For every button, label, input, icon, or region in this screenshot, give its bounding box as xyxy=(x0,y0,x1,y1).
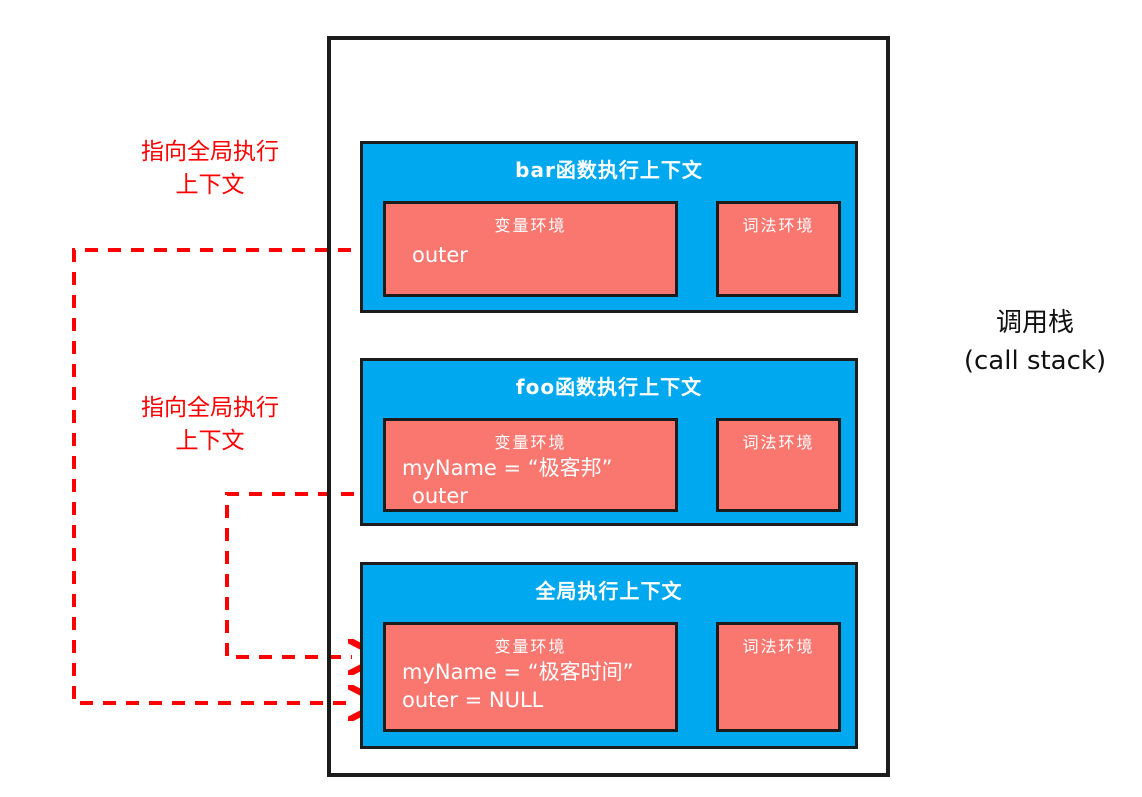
caption-line: (call stack) xyxy=(963,345,1107,376)
call-stack-frame xyxy=(327,36,890,777)
annotation-line: 指向全局执行 xyxy=(141,139,279,165)
context-title-global: 全局执行上下文 xyxy=(535,579,683,603)
variable-entry: myName = “极客邦” xyxy=(402,456,613,480)
execution-context-bar[interactable]: bar函数执行上下文 变量环境 outer 词法环境 xyxy=(360,141,858,313)
annotation-line: 指向全局执行 xyxy=(141,395,279,421)
execution-context-global[interactable]: 全局执行上下文 变量环境 myName = “极客时间” outer = NUL… xyxy=(360,562,858,749)
lexical-environment-bar[interactable]: 词法环境 xyxy=(716,201,841,297)
annotation-foo-outer: 指向全局执行 上下文 xyxy=(120,392,300,459)
variable-environment-entries-bar: outer xyxy=(402,242,667,270)
variable-environment-entries-foo: myName = “极客邦” outer xyxy=(402,455,667,510)
annotation-bar-outer: 指向全局执行 上下文 xyxy=(120,136,300,203)
variable-environment-title-global: 变量环境 xyxy=(494,637,567,656)
execution-context-foo[interactable]: foo函数执行上下文 变量环境 myName = “极客邦” outer 词法环… xyxy=(360,358,858,526)
variable-entry: outer xyxy=(412,483,468,508)
variable-entry: myName = “极客时间” xyxy=(402,660,634,684)
context-title-foo: foo函数执行上下文 xyxy=(515,375,703,399)
lexical-environment-title-global: 词法环境 xyxy=(742,637,815,656)
lexical-environment-foo[interactable]: 词法环境 xyxy=(716,418,841,512)
variable-environment-entries-global: myName = “极客时间” outer = NULL xyxy=(402,659,667,714)
variable-environment-bar[interactable]: 变量环境 outer xyxy=(383,201,678,297)
variable-entry: outer = NULL xyxy=(402,687,544,712)
variable-environment-global[interactable]: 变量环境 myName = “极客时间” outer = NULL xyxy=(383,622,678,732)
variable-environment-foo[interactable]: 变量环境 myName = “极客邦” outer xyxy=(383,418,678,512)
caption-line: 调用栈 xyxy=(995,308,1074,338)
annotation-line: 上下文 xyxy=(175,428,245,455)
variable-environment-title-bar: 变量环境 xyxy=(494,216,567,235)
call-stack-caption: 调用栈 (call stack) xyxy=(940,305,1130,380)
variable-entry: outer xyxy=(412,243,468,267)
lexical-environment-global[interactable]: 词法环境 xyxy=(716,622,841,732)
annotation-line: 上下文 xyxy=(175,172,245,199)
lexical-environment-title-foo: 词法环境 xyxy=(742,433,815,452)
lexical-environment-title-bar: 词法环境 xyxy=(742,216,815,235)
context-title-bar: bar函数执行上下文 xyxy=(515,158,703,182)
variable-environment-title-foo: 变量环境 xyxy=(494,433,567,452)
